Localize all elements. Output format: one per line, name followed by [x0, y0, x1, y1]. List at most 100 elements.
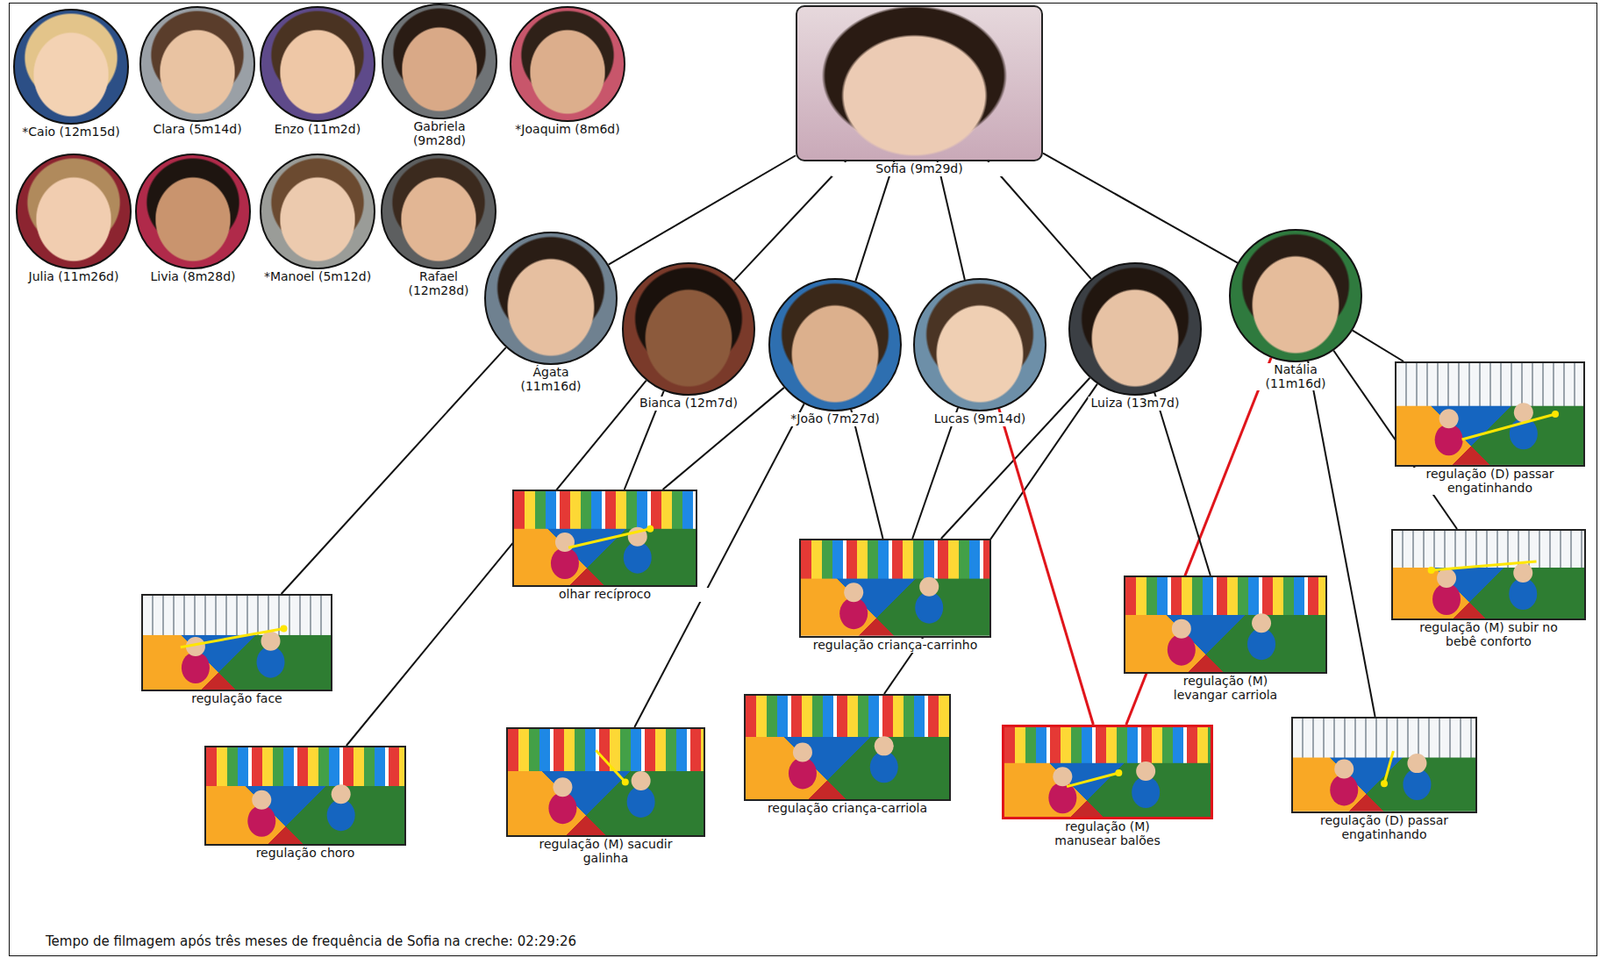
child-name-label: *João (7m27d)	[787, 412, 882, 427]
child-photo-circle	[1228, 228, 1363, 363]
episode-caption: regulação (M) sacudir galinha	[518, 837, 694, 865]
photo-node: regulação (D) passar engatinhando	[1291, 716, 1478, 814]
child-figure-head	[1407, 753, 1427, 773]
yellow-arrow-head	[280, 624, 288, 632]
child-figure-head	[1514, 402, 1534, 422]
child-name-label: *Joaquim (8m6d)	[512, 122, 622, 137]
episode-photo	[743, 693, 951, 801]
connector	[912, 407, 958, 539]
yellow-arrow	[180, 628, 285, 647]
child-figure-body	[1508, 578, 1537, 610]
photo-illustration	[1125, 577, 1326, 672]
child-figure-head	[552, 777, 572, 797]
yellow-arrow	[568, 528, 650, 548]
episode-caption: regulação (D) passar engatinhando	[1303, 814, 1466, 842]
child-photo-circle	[380, 153, 497, 270]
child-figure-head	[919, 577, 939, 597]
connector	[734, 161, 846, 281]
child-figure-body	[257, 646, 286, 679]
child-figure-body	[247, 805, 276, 837]
child-photo-circle	[1068, 262, 1202, 396]
child-node: *Joaquim (8m6d)	[509, 6, 626, 122]
photo-illustration	[514, 491, 696, 586]
episode-caption: regulação criança-carrinho	[781, 638, 1010, 653]
yellow-arrow	[595, 750, 625, 782]
child-figure-body	[1048, 781, 1077, 814]
episode-photo	[1291, 716, 1478, 814]
child-figure-head	[843, 582, 864, 602]
connector	[1352, 330, 1404, 362]
episode-caption: regulação choro	[195, 846, 415, 861]
child-figure-head	[1135, 761, 1156, 781]
episode-photo	[506, 727, 706, 837]
episode-caption: olhar recíproco	[495, 587, 715, 602]
child-photo-circle	[15, 153, 132, 270]
photo-node: regulação (D) passar engatinhando	[1394, 361, 1586, 467]
photo-node: regulação criança-carrinho	[799, 538, 992, 638]
child-figure-head	[251, 790, 272, 810]
episode-caption: regulação face	[127, 692, 347, 707]
child-photo-circle	[509, 6, 626, 122]
child-figure-head	[331, 784, 351, 804]
episode-caption: regulação criança-carriola	[728, 801, 966, 816]
child-figure-body	[870, 750, 899, 783]
child-node: Enzo (11m2d)	[259, 6, 376, 122]
child-figure-head	[1334, 758, 1354, 779]
child-node: Livia (8m28d)	[135, 153, 251, 270]
connector	[1042, 153, 1238, 264]
episode-caption: regulação (M) subir no bebê conforto	[1414, 621, 1564, 649]
child-figure-body	[1329, 773, 1358, 806]
child-photo-circle	[259, 153, 376, 270]
child-node: Lucas (9m14d)	[913, 278, 1047, 412]
connector	[850, 409, 883, 539]
yellow-arrow-head	[1114, 769, 1122, 777]
child-figure-body	[1432, 583, 1461, 615]
child-figure-head	[1251, 613, 1272, 633]
child-node: *Caio (12m15d)	[13, 8, 129, 125]
episode-photo	[1391, 528, 1586, 621]
child-node: Gabriela (9m28d)	[381, 3, 498, 120]
child-figure-head	[1052, 766, 1072, 786]
connector	[987, 161, 1092, 279]
photo-illustration	[507, 728, 704, 836]
child-name-label: Luiza (13m7d)	[1088, 396, 1183, 411]
episode-photo	[204, 745, 407, 846]
yellow-arrow-head	[1428, 566, 1436, 574]
child-figure-head	[631, 771, 651, 791]
child-figure-body	[1402, 768, 1431, 800]
photo-node: Sofia (9m29d)	[795, 5, 1043, 162]
child-figure-body	[627, 785, 656, 818]
yellow-arrow-head	[1551, 410, 1559, 418]
child-name-label: Rafael (12m28d)	[394, 270, 483, 298]
child-name-label: Enzo (11m2d)	[271, 122, 364, 137]
photo-illustration	[1004, 727, 1213, 819]
child-node: Rafael (12m28d)	[380, 153, 497, 270]
child-name-label: Natália (11m16d)	[1251, 363, 1340, 391]
episode-photo	[1394, 361, 1586, 467]
episode-photo	[1123, 575, 1328, 674]
photo-illustration	[142, 595, 331, 690]
photo-illustration	[206, 747, 405, 844]
child-name-label: *Caio (12m15d)	[19, 125, 122, 140]
photo-node: regulação (M) manusear balões	[1001, 724, 1214, 820]
child-figure-head	[1171, 619, 1192, 639]
child-figure-body	[550, 547, 579, 579]
child-figure-body	[1435, 423, 1464, 456]
episode-photo	[141, 593, 333, 692]
frame-border	[9, 3, 1598, 957]
footer-note: Tempo de filmagem após três meses de fre…	[45, 933, 577, 950]
child-node: Luiza (13m7d)	[1068, 262, 1202, 396]
photo-node: regulação (M) levangar carriola	[1123, 575, 1328, 674]
episode-photo	[1001, 724, 1214, 820]
yellow-arrow	[1431, 561, 1537, 571]
child-figure-head	[555, 532, 575, 552]
child-node: *João (7m27d)	[768, 278, 902, 412]
yellow-arrow-head	[621, 778, 629, 786]
yellow-arrow-head	[1380, 779, 1388, 787]
connector	[1154, 392, 1211, 576]
connector	[855, 161, 894, 282]
child-figure-head	[1439, 408, 1459, 429]
yellow-arrow	[1066, 772, 1119, 787]
child-photo-circle	[139, 6, 256, 122]
